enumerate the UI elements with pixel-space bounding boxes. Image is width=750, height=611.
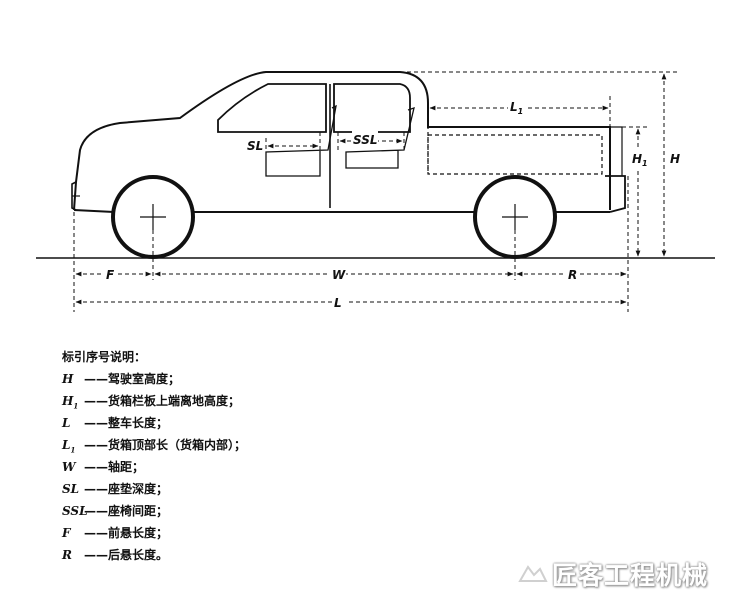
label-h1: H1 [632, 152, 648, 168]
watermark: 匠客工程机械 [518, 556, 748, 592]
cargo-box-dashed [427, 134, 603, 175]
legend-title: 标引序号说明： [62, 350, 147, 364]
legend-symbol: H1 [62, 394, 79, 411]
legend-item: SL ——座垫深度； [62, 478, 482, 500]
legend-item: SSL——座椅间距； [62, 500, 482, 522]
legend-item: L1 ——货箱顶部长（货箱内部）； [62, 434, 482, 456]
label-w: W [332, 268, 346, 282]
front-wheel [111, 175, 195, 259]
rear-wheel [473, 175, 557, 259]
legend-text: ——座椅间距； [84, 504, 169, 518]
front-window [217, 83, 327, 133]
truck-body-outline [73, 71, 611, 213]
legend-item: F ——前悬长度； [62, 522, 482, 544]
rear-window [333, 83, 411, 133]
rear-seat [345, 107, 415, 169]
label-f: F [106, 268, 115, 282]
legend-symbol: F [62, 526, 71, 540]
label-sl: SL [247, 139, 263, 153]
legend-text: ——整车长度； [84, 416, 169, 430]
watermark-text: 匠客工程机械 [552, 561, 709, 590]
legend-item: L ——整车长度； [62, 412, 482, 434]
rear-bumper [605, 175, 626, 213]
legend-item: R ——后悬长度。 [62, 544, 482, 566]
legend-text: ——前悬长度； [84, 526, 169, 540]
label-ssl: SSL [353, 133, 378, 147]
legend-symbol: L [62, 416, 71, 430]
label-l: L [334, 296, 342, 310]
legend-item: H ——驾驶室高度； [62, 368, 482, 390]
legend-symbol: H [62, 372, 74, 386]
legend-text: ——轴距； [84, 460, 145, 474]
legend-symbol: R [62, 548, 72, 562]
legend-text: ——驾驶室高度； [84, 372, 181, 386]
legend-symbol: SL [62, 482, 80, 496]
pickup-dimension-diagram: F W R L H H1 L1 SL SSL [36, 71, 715, 312]
watermark-logo-icon [518, 565, 548, 582]
label-r: R [568, 268, 577, 282]
legend: 标引序号说明： H ——驾驶室高度； H1 ——货箱栏板上端离地高度； L ——整车长度；… [62, 346, 482, 566]
legend-symbol: L1 [62, 438, 76, 455]
legend-text: ——座垫深度； [84, 482, 169, 496]
legend-item: H1 ——货箱栏板上端离地高度； [62, 390, 482, 412]
tailgate-edge [610, 126, 623, 176]
legend-symbol: W [62, 460, 76, 474]
legend-list: H ——驾驶室高度； H1 ——货箱栏板上端离地高度； L ——整车长度； L1 ——货箱顶部… [62, 368, 482, 566]
legend-text: ——货箱顶部长（货箱内部）； [84, 438, 247, 452]
legend-symbol: SSL [62, 504, 88, 518]
legend-text: ——后悬长度。 [84, 548, 169, 562]
legend-text: ——货箱栏板上端离地高度； [84, 394, 241, 408]
legend-item: W ——轴距； [62, 456, 482, 478]
label-l1: L1 [510, 100, 523, 116]
label-h: H [670, 152, 680, 166]
